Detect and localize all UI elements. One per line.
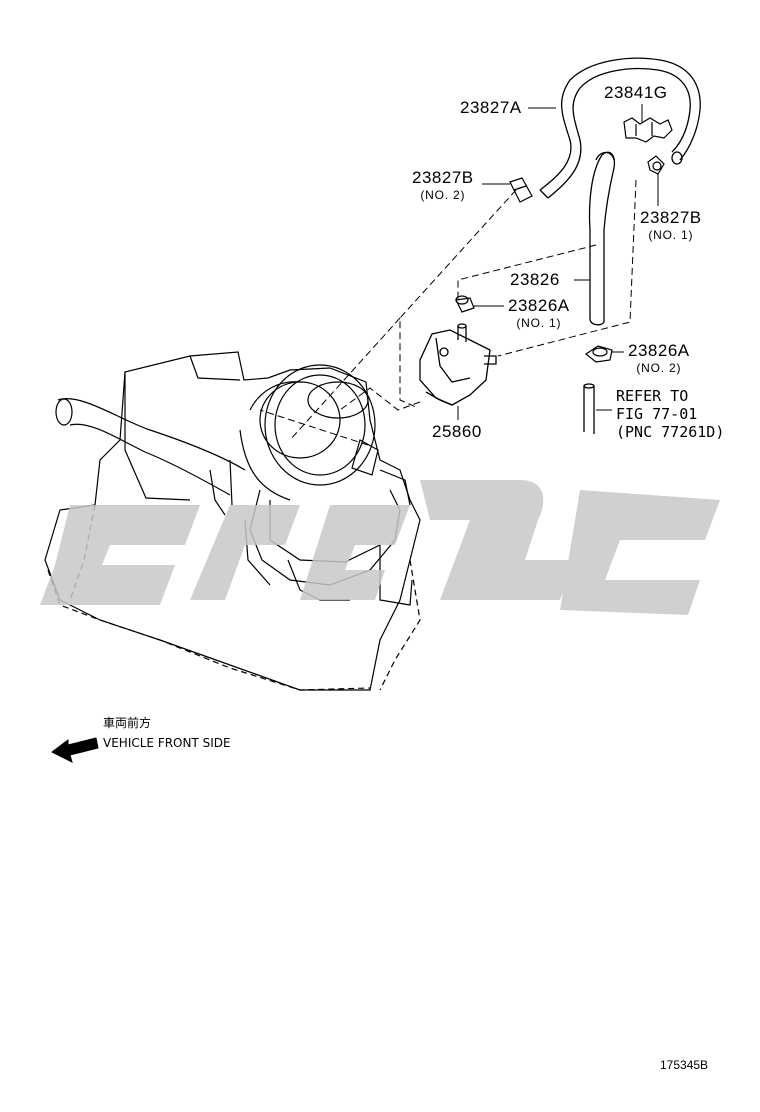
refer-line-2: FIG 77-01 (616, 405, 698, 423)
clamp-23826a-no1 (455, 295, 475, 313)
part-label-23827a: 23827A (460, 98, 522, 117)
document-id: 175345B (660, 1058, 709, 1072)
refer-pipe (583, 383, 595, 434)
part-number: 23826A (628, 341, 690, 360)
part-label-23826a-no1: 23826A (NO. 1) (508, 296, 570, 330)
part-number: 23827B (640, 208, 702, 227)
hose-23827a (539, 57, 701, 199)
pipe-23826 (588, 151, 616, 326)
part-sub: (NO. 1) (516, 316, 562, 330)
part-label-25860: 25860 (432, 422, 482, 441)
part-sub: (NO. 1) (648, 228, 694, 242)
leader-lines (457, 104, 659, 420)
part-label-23841g: 23841G (604, 83, 668, 102)
refer-line-3: (PNC 77261D) (616, 423, 725, 441)
clip-23841g (623, 117, 673, 143)
clamp-23826a-no2 (584, 345, 613, 363)
vehicle-front-jp: 車両前方 (103, 716, 152, 730)
front-arrow-icon (51, 737, 99, 763)
clamp-23827b-no1 (647, 155, 665, 175)
vehicle-front-en: VEHICLE FRONT SIDE (103, 736, 231, 750)
part-label-23827b-no1: 23827B (NO. 1) (640, 208, 702, 242)
vehicle-front-note: 車両前方 VEHICLE FRONT SIDE (103, 713, 231, 753)
part-number: 23826A (508, 296, 570, 315)
refer-line-1: REFER TO (616, 387, 689, 405)
vsv-25860 (419, 323, 497, 406)
part-sub: (NO. 2) (636, 361, 682, 375)
refer-note: REFER TO FIG 77-01 (PNC 77261D) (616, 387, 724, 441)
clamp-23827b-no2 (509, 177, 533, 203)
part-label-23826: 23826 (510, 270, 560, 289)
watermark-logo (40, 480, 720, 615)
part-sub: (NO. 2) (420, 188, 466, 202)
part-number: 23827B (412, 168, 474, 187)
connection-lines (259, 179, 637, 446)
part-label-23827b-no2: 23827B (NO. 2) (412, 168, 474, 202)
part-label-23826a-no2: 23826A (NO. 2) (628, 341, 690, 375)
